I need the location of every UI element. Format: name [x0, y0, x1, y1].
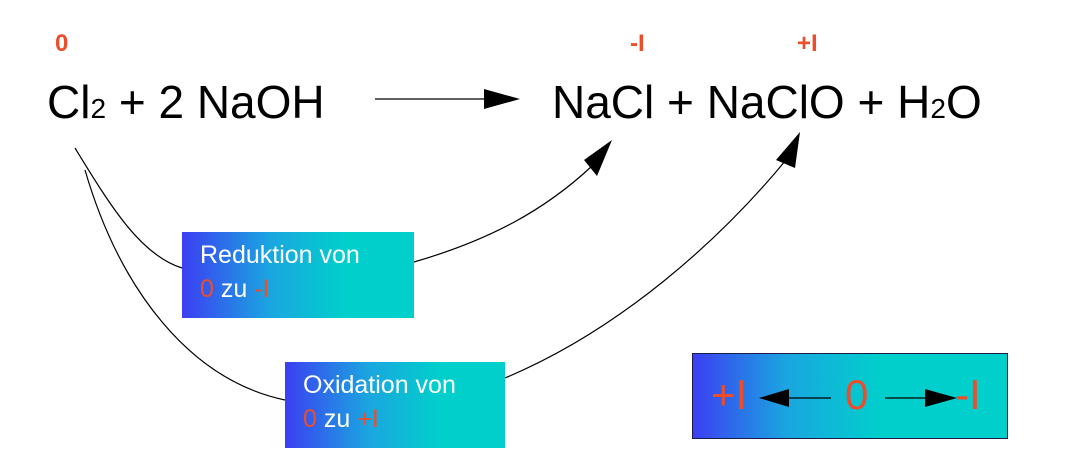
oxidation-arrow-head — [776, 132, 800, 168]
product-h: + H — [857, 76, 931, 128]
reduction-label-box: Reduktion von 0 zu -I — [182, 232, 414, 318]
reduction-arrow-head — [584, 140, 612, 176]
reduction-curve-out — [413, 165, 593, 263]
product-nacl: NaCl — [552, 76, 655, 128]
reactant-naoh: + 2 NaOH — [118, 76, 325, 128]
legend-arrows — [759, 389, 957, 407]
oxidation-state-nacl: -I — [630, 30, 645, 57]
legend-left-arrow-head — [759, 389, 789, 407]
oxidation-label-box: Oxidation von 0 zu +I — [285, 362, 505, 448]
reduction-mid: zu — [220, 275, 248, 303]
oxidation-state-naclo: +I — [797, 30, 818, 57]
oxidation-from: 0 — [303, 405, 317, 433]
product-h2o-o: O — [945, 76, 982, 128]
legend-center-label: 0 — [845, 371, 869, 418]
reaction-arrow-head — [484, 89, 520, 109]
legend-right-arrow-head — [925, 389, 957, 407]
plus-sign: + — [667, 76, 694, 128]
legend-right-label: -I — [955, 371, 981, 418]
reactant-cl: Cl — [47, 76, 91, 128]
oxidation-detail: 0 zu +I — [303, 402, 505, 436]
reduction-to: -I — [254, 275, 270, 303]
reactants: Cl2 + 2 NaOH — [47, 79, 325, 125]
product-h2o-subscript: 2 — [930, 93, 946, 124]
products: NaCl + NaClO + H2O — [552, 79, 982, 125]
reduction-title: Reduktion von — [200, 241, 360, 269]
oxidation-title: Oxidation von — [303, 371, 456, 399]
oxidation-state-cl2: 0 — [55, 30, 69, 57]
legend-box: +I 0 -I — [692, 353, 1008, 439]
reactant-cl-subscript: 2 — [90, 93, 107, 124]
oxidation-curve-in — [84, 169, 286, 401]
oxidation-to: +I — [357, 405, 379, 433]
reduction-detail: 0 zu -I — [200, 272, 414, 306]
reduction-from: 0 — [200, 275, 214, 303]
legend-left-label: +I — [711, 371, 748, 418]
oxidation-curve-out — [504, 159, 787, 379]
oxidation-mid: zu — [323, 405, 351, 433]
product-naclo: NaClO — [706, 76, 845, 128]
reduction-curve-in — [74, 147, 183, 269]
